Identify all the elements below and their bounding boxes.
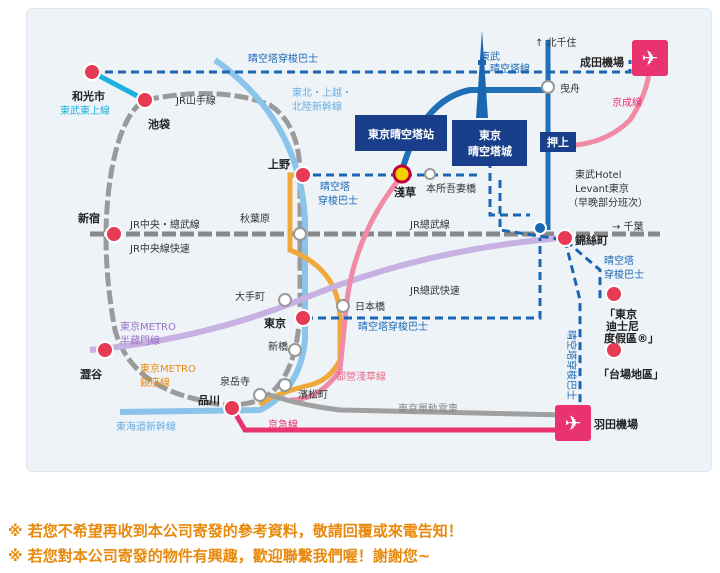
asakusa-label: 淺草 (394, 185, 416, 199)
tobu-skytree-label-2: 晴空塔線 (490, 62, 530, 75)
shinagawa-label: 品川 (198, 394, 220, 407)
sengakuji-label: 泉岳寺 (220, 375, 250, 388)
monorail-label: 東京單軌電車 (398, 402, 458, 415)
station-honjo-azumabashi[interactable] (424, 168, 436, 180)
hamamatsucho-label: 濱松町 (298, 388, 328, 401)
station-odaiba[interactable] (605, 341, 623, 359)
station-akihabara[interactable] (293, 227, 307, 241)
nihonbashi-label: 日本橋 (355, 300, 385, 313)
skytree-town-label-2: 晴空塔城 (468, 144, 512, 158)
akihabara-label: 秋葉原 (240, 212, 270, 225)
skytree-town-label-1: 東京 (479, 128, 501, 142)
haneda-label: 羽田機場 (594, 417, 638, 431)
haneda-airport-icon[interactable]: ✈ (555, 405, 591, 441)
station-asakusa[interactable] (392, 164, 412, 184)
notice-interest: ※ 若您對本公司寄發的物件有興趣，歡迎聯繫我們喔！謝謝您~ (8, 547, 431, 565)
station-shinbashi[interactable] (288, 343, 302, 357)
station-shibuya[interactable] (96, 341, 114, 359)
disney-label-1: 「東京 (604, 307, 637, 321)
ueno-bus-label-2: 穿梭巴士 (318, 194, 358, 207)
keisei-label: 京成線 (612, 96, 642, 109)
ginza-label-2: 銀座線 (140, 376, 170, 389)
hanzomon-label-2: 半藏門線 (120, 334, 160, 347)
route-map: 東京晴空塔站 東京 晴空塔城 押上 ✈ ✈ 和光市 池袋 新宿 (60, 30, 668, 441)
route-map-frame (26, 8, 712, 472)
skytree-station-label: 東京晴空塔站 (368, 127, 434, 141)
station-disney[interactable] (605, 285, 623, 303)
bus-top-label: 晴空塔穿梭巴士 (248, 52, 318, 65)
disney-bus-label-1: 晴空塔 (604, 254, 634, 267)
skytree-town-box[interactable]: 東京 晴空塔城 (452, 120, 527, 166)
wakoshi-label: 和光市 (72, 89, 105, 103)
shibuya-label: 澀谷 (80, 367, 103, 381)
ikebukuro-label: 池袋 (148, 117, 171, 131)
station-tokyo[interactable] (294, 309, 312, 327)
shinjuku-label: 新宿 (78, 211, 100, 225)
hanzomon-line (89, 235, 561, 353)
disney-label-3: 度假區®」 (604, 331, 659, 345)
kitasenju-label: ↑ 北千住 (535, 36, 577, 49)
keikyu-label: 京急線 (268, 418, 298, 431)
kinshicho-label: 錦絲町 (575, 233, 608, 247)
tokyo-label: 東京 (264, 316, 286, 330)
station-sengakuji[interactable] (253, 388, 267, 402)
sobu-line-label: JR總武線 (409, 218, 450, 231)
ueno-label: 上野 (268, 157, 290, 171)
tohoku-label-1: 東北・上越・ (292, 86, 352, 99)
station-ikebukuro[interactable] (136, 91, 154, 109)
disney-label-2: 迪士尼 (606, 319, 639, 333)
station-shinagawa[interactable] (223, 399, 241, 417)
station-hotel-levant[interactable] (533, 221, 547, 235)
station-nihonbashi[interactable] (336, 299, 350, 313)
haneda-bus-label: 晴空塔穿梭巴士 (565, 330, 578, 400)
oshiage-box[interactable]: 押上 (540, 132, 576, 152)
tokyo-bus-label: 晴空塔穿梭巴士 (358, 320, 428, 333)
hotel-label-1: 東武Hotel (575, 168, 622, 181)
station-kinshicho[interactable] (556, 229, 574, 247)
plane-icon: ✈ (642, 46, 659, 70)
hotel-label-2: Levant東京 (575, 182, 629, 195)
oshiage-label: 押上 (547, 135, 569, 149)
station-hamamatsucho[interactable] (278, 378, 292, 392)
plane-icon: ✈ (565, 411, 582, 435)
to-chiba-label: → 千葉 (612, 220, 644, 233)
station-wakoshi[interactable] (83, 63, 101, 81)
narita-label: 成田機場 (580, 55, 624, 69)
station-hikifune[interactable] (541, 80, 555, 94)
notice-unsubscribe: ※ 若您不希望再收到本公司寄發的參考資料，敬請回覆或來電告知！ (8, 522, 463, 540)
hikifune-label: 曳舟 (560, 82, 580, 95)
honjo-label: 本所吾妻橋 (426, 182, 476, 195)
sobu-rapid-label: JR總武快速 (409, 284, 460, 297)
tobu-tojo-line (90, 69, 147, 103)
skytree-tower-icon (476, 30, 488, 118)
odaiba-label: 「台場地區」 (598, 367, 664, 381)
monorail-line (269, 392, 566, 418)
ueno-bus-label-1: 晴空塔 (320, 180, 350, 193)
ginza-line (258, 172, 343, 407)
otemachi-label: 大手町 (235, 290, 265, 303)
tobu-tojo-label: 東武東上線 (60, 104, 110, 117)
shuttle-bus-routes (92, 60, 632, 410)
asakusa-line-label: 都營淺草線 (336, 370, 386, 383)
chuo-rapid-label: JR中央線快速 (129, 242, 190, 255)
tohoku-label-2: 北陸新幹線 (292, 100, 342, 113)
skytree-station-box[interactable]: 東京晴空塔站 (355, 115, 447, 151)
narita-airport-icon[interactable]: ✈ (632, 40, 668, 76)
tokaido-label: 東海道新幹線 (116, 420, 176, 433)
yamanote-label: JR山手線 (175, 94, 216, 107)
tobu-skytree-label-1: 東武 (480, 50, 500, 63)
disney-bus-label-2: 穿梭巴士 (604, 268, 644, 281)
station-ueno[interactable] (294, 166, 312, 184)
shinbashi-label: 新橋 (268, 340, 288, 353)
hanzomon-label-1: 東京METRO (120, 320, 176, 333)
hotel-label-3: （早晚部分班次） (568, 196, 648, 209)
station-otemachi[interactable] (278, 293, 292, 307)
ginza-label-1: 東京METRO (140, 362, 196, 375)
chuo-sobu-label: JR中央・總武線 (129, 218, 200, 231)
station-shinjuku[interactable] (105, 225, 123, 243)
